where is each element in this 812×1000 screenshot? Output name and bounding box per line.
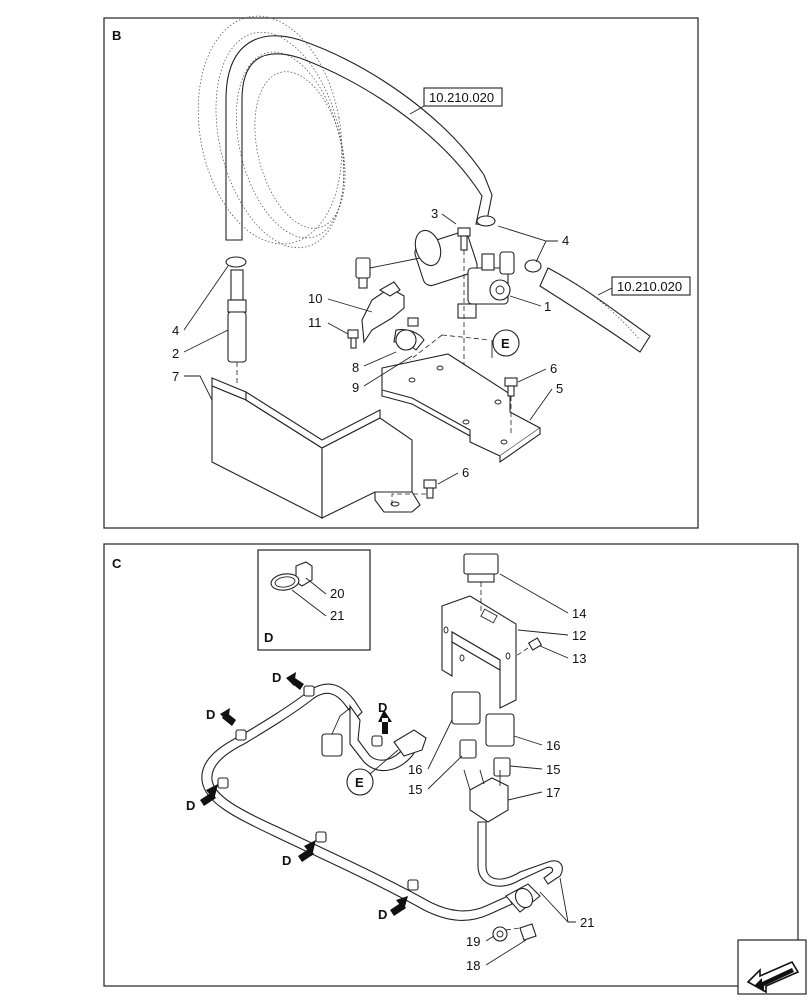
ref-box-right[interactable] [611, 276, 691, 296]
relay-16-left [451, 691, 481, 725]
callout-15-left: 15 [408, 782, 422, 797]
detail-e-label-c: E [355, 775, 364, 790]
hose-clamp-left [225, 256, 247, 268]
wiring-harness [463, 769, 563, 887]
callout-20: 20 [330, 586, 344, 601]
hose-clamp-top [476, 215, 496, 227]
screw-6-lower [391, 479, 437, 506]
callout-14: 14 [572, 606, 586, 621]
arrow-d-3: D [378, 700, 387, 715]
washer-pump [414, 229, 515, 319]
callout-6-upper: 6 [550, 361, 557, 376]
mounting-plate [381, 353, 542, 464]
callouts-c: 14 12 13 16 15 17 16 15 21 19 18 [408, 573, 594, 973]
pump-connector [355, 257, 421, 289]
next-page-arrow-icon[interactable] [737, 939, 807, 995]
screw-13 [515, 637, 543, 657]
view-arrows-d[interactable]: D D D D D D [186, 670, 408, 922]
pump-bracket [361, 281, 425, 351]
callout-2: 2 [172, 346, 179, 361]
relay-14 [463, 553, 499, 612]
callout-3: 3 [431, 206, 438, 221]
screw-3 [457, 227, 471, 410]
ref-label-right: 10.210.020 [617, 279, 682, 294]
callouts-b: 3 4 1 10 11 8 9 4 2 7 6 5 6 [172, 206, 569, 485]
detail-e-leader-b [409, 334, 491, 361]
relay-bracket [441, 595, 517, 709]
relay-15-right [493, 757, 511, 777]
callout-4-right: 4 [562, 233, 569, 248]
panel-b-title: B [112, 28, 121, 43]
callout-5: 5 [556, 381, 563, 396]
callout-4-left: 4 [172, 323, 179, 338]
relay-16-right [485, 713, 515, 747]
callout-21-detail: 21 [330, 608, 344, 623]
callout-19: 19 [466, 934, 480, 949]
callout-16-left: 16 [408, 762, 422, 777]
callout-7: 7 [172, 369, 179, 384]
callout-21: 21 [580, 915, 594, 930]
hose-clamp-right [524, 259, 542, 273]
main-harness [201, 683, 513, 921]
callout-12: 12 [572, 628, 586, 643]
arrow-d-2: D [206, 707, 215, 722]
ref-leader-top [409, 105, 425, 115]
arrow-d-5: D [282, 853, 291, 868]
outlet-hose [539, 267, 651, 353]
callout-15-right: 15 [546, 762, 560, 777]
relay-15-left [459, 739, 477, 759]
callout-16-right: 16 [546, 738, 560, 753]
ref-label-top: 10.210.020 [429, 90, 494, 105]
arrow-d-6: D [378, 907, 387, 922]
detail-e-circle-b[interactable] [492, 329, 520, 357]
callout-10: 10 [308, 291, 322, 306]
screw-6-upper [504, 377, 518, 436]
detail-e-label-b: E [501, 336, 510, 351]
detail-d-box [257, 549, 371, 651]
ref-leader-right [597, 287, 613, 296]
arrow-d-4: D [186, 798, 195, 813]
callout-9: 9 [352, 380, 359, 395]
inlet-filter [227, 269, 247, 385]
callout-17: 17 [546, 785, 560, 800]
reservoir-tank [211, 377, 421, 519]
arrow-d-1: D [272, 670, 281, 685]
callout-11: 11 [308, 315, 322, 330]
detail-e-circle-c[interactable] [346, 768, 374, 796]
ref-box-top[interactable] [423, 87, 503, 107]
callout-8: 8 [352, 360, 359, 375]
panel-c-title: C [112, 556, 122, 571]
callout-13: 13 [572, 651, 586, 666]
callout-1: 1 [544, 299, 551, 314]
callout-6-lower: 6 [462, 465, 469, 480]
grommet-assembly [492, 883, 541, 942]
detail-d-title: D [264, 630, 273, 645]
callout-18: 18 [466, 958, 480, 973]
